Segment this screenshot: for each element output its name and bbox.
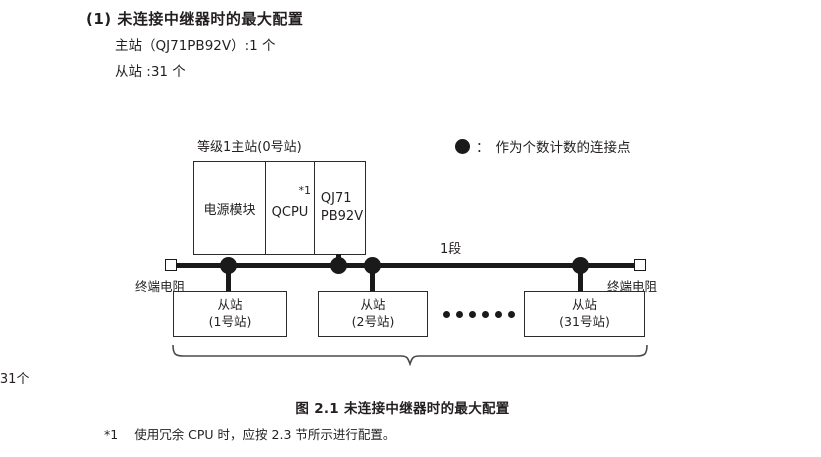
network-module-label-line2: PB92V xyxy=(320,209,364,224)
slave-station-title: 从站 xyxy=(217,297,243,313)
ellipsis-dot-icon xyxy=(495,311,502,318)
slave-group-brace xyxy=(170,344,650,367)
network-module-cell: QJ71 PB92V xyxy=(315,162,365,254)
terminator-right-icon xyxy=(634,259,646,271)
footnote-text: 使用冗余 CPU 时，应按 2.3 节所示进行配置。 xyxy=(134,427,396,442)
slave-station-number: (1号站) xyxy=(208,314,252,329)
page-title: (1) 未连接中继器时的最大配置 xyxy=(86,10,304,28)
slave-1-drop-line xyxy=(226,266,231,292)
master-station-box: 电源模块 QCPU *1 QJ71 PB92V xyxy=(193,161,366,255)
slave-station-number: (31号站) xyxy=(559,314,610,329)
slave-station-2-box: 从站 (2号站) xyxy=(318,291,428,337)
master-station-caption: 等级1主站(0号站) xyxy=(197,140,302,155)
figure-caption-text: 图 2.1 未连接中继器时的最大配置 xyxy=(295,401,510,417)
segment-label: 1段 xyxy=(440,242,462,257)
slave-stations-ellipsis xyxy=(443,311,515,318)
figure-caption: 图 2.1 未连接中继器时的最大配置 xyxy=(0,397,821,417)
connection-point-dot-icon xyxy=(364,257,381,274)
slave-2-drop-line xyxy=(370,266,375,292)
ellipsis-dot-icon xyxy=(456,311,463,318)
terminator-right-label: 终端电阻 xyxy=(607,279,658,294)
footnote: *1 使用冗余 CPU 时，应按 2.3 节所示进行配置。 xyxy=(104,424,395,443)
ellipsis-dot-icon xyxy=(482,311,489,318)
qcpu-cell: QCPU *1 xyxy=(266,162,315,254)
qcpu-footnote-mark: *1 xyxy=(298,184,312,197)
footnote-mark: *1 xyxy=(104,427,119,442)
power-module-cell: 电源模块 xyxy=(194,162,266,254)
slave-31-drop-line xyxy=(578,266,583,292)
ellipsis-dot-icon xyxy=(508,311,515,318)
slave-group-brace-label-text: 从站:31个 xyxy=(0,372,30,387)
connection-point-dot-icon xyxy=(455,138,470,154)
connection-point-dot-icon xyxy=(220,257,237,274)
network-trunk-line xyxy=(176,263,638,268)
master-station-count-line: 主站（QJ71PB92V）:1 个 xyxy=(115,38,276,54)
slave-station-count-line: 从站 :31 个 xyxy=(115,64,186,80)
connection-point-dot-icon xyxy=(572,257,589,274)
slave-station-31-box: 从站 (31号站) xyxy=(524,291,645,337)
slave-station-title: 从站 xyxy=(571,297,597,313)
power-module-label: 电源模块 xyxy=(203,202,256,218)
slave-station-title: 从站 xyxy=(360,297,386,313)
network-module-label-wrap: QJ71 PB92V xyxy=(321,190,363,225)
terminator-left-icon xyxy=(165,259,177,271)
qcpu-label: QCPU xyxy=(271,204,309,220)
legend-label: 作为个数计数的连接点 xyxy=(495,140,631,156)
slave-station-number: (2号站) xyxy=(351,314,395,329)
brace-shape-icon xyxy=(172,344,648,367)
slave-group-brace-label: 从站:31个 xyxy=(0,368,821,387)
network-module-label-line1: QJ71 xyxy=(320,191,352,207)
connection-point-dot-icon xyxy=(330,257,347,274)
ellipsis-dot-icon xyxy=(443,311,450,318)
ellipsis-dot-icon xyxy=(469,311,476,318)
slave-station-1-box: 从站 (1号站) xyxy=(173,291,287,337)
terminator-left-label: 终端电阻 xyxy=(135,279,186,294)
legend-separator: ： xyxy=(476,140,490,156)
legend: ： 作为个数计数的连接点 xyxy=(455,136,631,156)
